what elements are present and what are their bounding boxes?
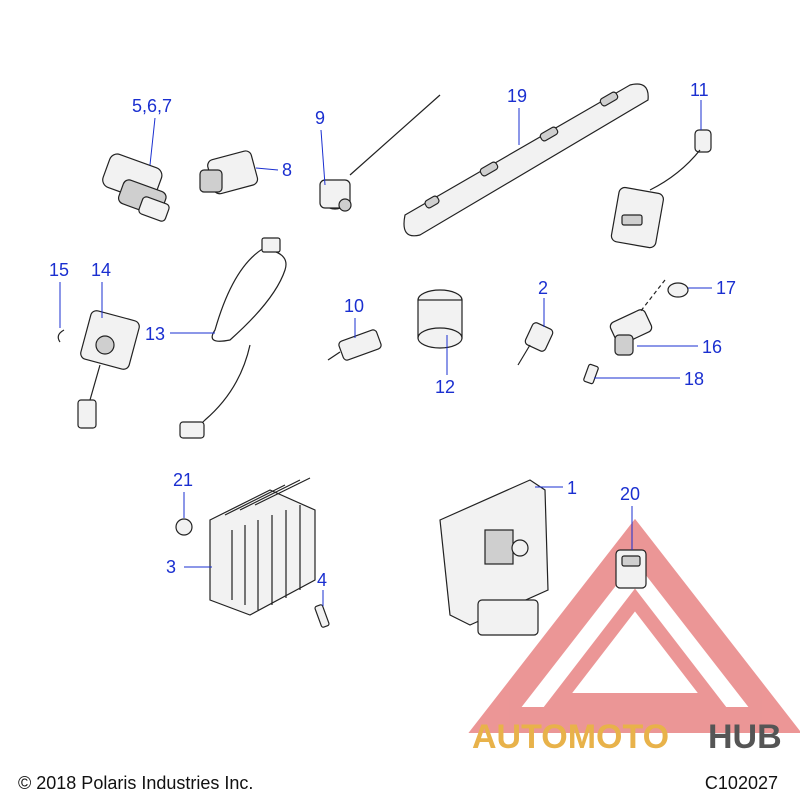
- part-5-6-7-sensor: [102, 153, 170, 222]
- part-15-clip: [57, 329, 65, 343]
- callout-13: 13: [145, 324, 165, 344]
- callout-21: 21: [173, 470, 193, 490]
- part-14-sensor: [77, 310, 140, 429]
- callout-11: 11: [690, 80, 709, 100]
- copyright-notice: © 2018 Polaris Industries Inc.: [18, 773, 254, 793]
- callout-14: 14: [91, 260, 111, 280]
- watermark-logo: [468, 518, 800, 733]
- callout-1: 1: [567, 478, 577, 498]
- part-19-bracket: [403, 83, 649, 237]
- part-21-nut: [175, 518, 193, 536]
- part-18-bolt: [583, 363, 599, 385]
- callout-15: 15: [49, 260, 69, 280]
- part-8-sensor: [199, 150, 259, 195]
- part-11-connector: [610, 129, 712, 249]
- callout-18: 18: [684, 369, 704, 389]
- part-3-module: [209, 477, 316, 616]
- watermark-text-secondary: HUB: [708, 718, 782, 756]
- callout-16: 16: [702, 337, 722, 357]
- watermark-text: AUTOMOTO HUB: [472, 718, 782, 756]
- part-20-switch: [615, 549, 647, 589]
- callout-2: 2: [538, 278, 548, 298]
- callout-9: 9: [315, 108, 325, 128]
- part-4-bolt: [314, 604, 330, 628]
- watermark-text-primary: AUTOMOTO: [472, 718, 669, 756]
- part-16-sensor: [609, 309, 653, 356]
- callout-19: 19: [507, 86, 527, 106]
- leader-lines: [59, 100, 712, 606]
- callout-3: 3: [166, 557, 176, 577]
- part-13-harness: [179, 237, 287, 439]
- callout-labels: 5,6,7 8 9 19 11 15 14 13 10 12 2 17 16 1…: [49, 80, 736, 590]
- callout-17: 17: [716, 278, 736, 298]
- part-10-sensor: [327, 329, 382, 361]
- callout-8: 8: [282, 160, 292, 180]
- callout-20: 20: [620, 484, 640, 504]
- callout-5-6-7: 5,6,7: [132, 96, 172, 116]
- diagram-id: C102027: [704, 773, 778, 793]
- callout-12: 12: [435, 377, 455, 397]
- part-9-sensor: [319, 94, 441, 212]
- part-17-oring: [667, 282, 689, 298]
- part-12-canister: [417, 289, 463, 349]
- part-2-sensor: [517, 322, 554, 366]
- callout-10: 10: [344, 296, 364, 316]
- part-1-ecu: [439, 479, 549, 636]
- callout-4: 4: [317, 570, 327, 590]
